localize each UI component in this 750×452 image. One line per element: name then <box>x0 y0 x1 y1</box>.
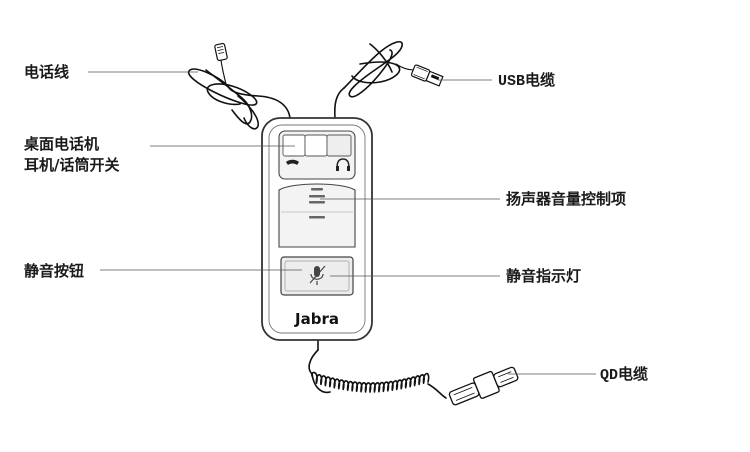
jabra-device: Jabra <box>261 117 373 341</box>
label-speaker-volume: 扬声器音量控制项 <box>506 190 626 208</box>
label-headset-handset-switch: 耳机/话筒开关 <box>24 156 119 174</box>
mute-mic-icon <box>309 265 326 285</box>
volume-down-icon <box>309 216 325 219</box>
speaker-volume-control[interactable] <box>278 183 356 248</box>
coil-loops <box>311 371 430 393</box>
label-desk-phone: 桌面电话机 <box>23 135 99 153</box>
label-mute-button: 静音按钮 <box>24 262 84 280</box>
qd-connector-icon <box>448 366 519 406</box>
phone-line-cable <box>187 42 291 130</box>
volume-up-icon <box>309 188 325 204</box>
usb-cable <box>333 40 444 119</box>
brand-logo: Jabra <box>294 310 339 328</box>
headset-icon <box>336 158 350 171</box>
phone-plug-icon <box>214 42 228 62</box>
headset-handset-switch[interactable] <box>278 130 356 180</box>
leader-lines <box>88 71 596 375</box>
label-mute-indicator: 静音指示灯 <box>506 267 581 285</box>
label-usb-cable: USB电缆 <box>498 71 555 90</box>
label-phone-line: 电话线 <box>24 63 69 81</box>
usb-plug-icon <box>410 64 444 87</box>
handset-icon <box>286 159 299 165</box>
label-qd-cable: QD电缆 <box>600 365 648 384</box>
qd-cable <box>308 335 519 406</box>
